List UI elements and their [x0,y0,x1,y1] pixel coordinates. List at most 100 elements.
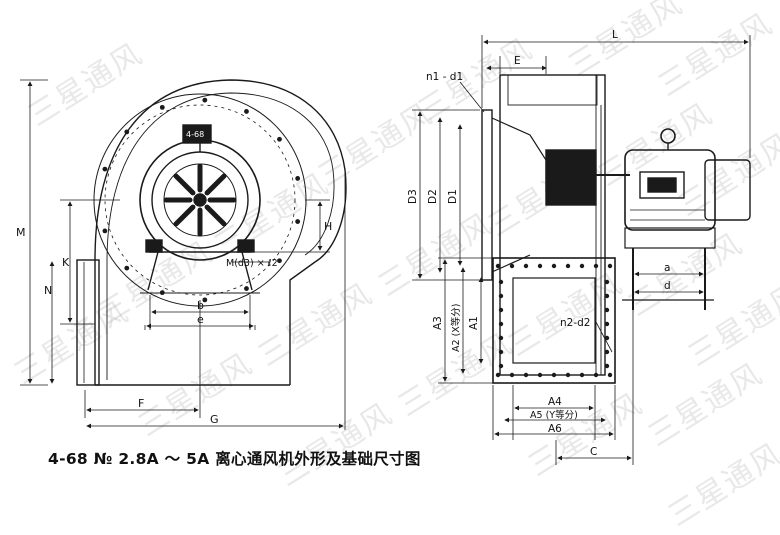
label-N: N [44,284,52,297]
bolt [523,263,529,269]
label-C: C [590,446,597,458]
label-K: K [62,256,70,269]
bolt [498,293,504,299]
bolt [202,297,208,303]
scroll-inner-line [106,92,335,380]
label-A5: A5 (Y等分) [530,409,578,421]
bolt [498,307,504,313]
spoke [204,204,227,227]
label-mount-hole: M(d3) × ℓ2 [226,258,278,269]
spoke [173,204,196,227]
casing-bolts [102,97,301,303]
bolt [593,263,599,269]
bolt [277,258,282,264]
bolt [498,363,504,369]
bolt [551,263,557,269]
figure-caption: 4-68 № 2.8A ～ 5A 离心通风机外形及基础尺寸图 [48,450,421,468]
bolt [604,279,610,285]
bolt [604,335,610,341]
label-d: d [664,280,671,292]
bolt [498,335,504,341]
side-dimensions [412,35,751,465]
label-A6: A6 [548,423,562,435]
outlet-flange [76,259,100,386]
inlet-flange [481,109,493,281]
bolt [295,219,301,224]
bolt [295,176,301,181]
motor-endcap [704,159,751,221]
bolt [579,372,585,378]
label-n2d2: n2-d2 [560,317,590,329]
front-dimensions [20,79,346,430]
scroll-housing [94,79,347,385]
impeller-hub [545,149,597,206]
label-G: G [210,413,219,426]
label-a: a [664,262,670,274]
front-view [76,79,347,386]
casing-shell [499,74,606,376]
terminal-box [639,171,685,199]
motor-body [624,149,716,231]
label-b: b [197,299,204,312]
bolt [604,307,610,313]
label-D1: D1 [447,189,459,204]
bolt [244,286,249,291]
side-labels: L E n1 - d1 D3 D2 D1 A3 A2 (X等分) A1 n2-d… [407,29,671,458]
label-H: H [324,220,332,233]
bolt [604,293,610,299]
outlet-flange-bolts [495,263,613,378]
spoke [204,173,227,196]
bolt [604,349,610,355]
label-L: L [612,29,618,41]
motor-base [624,227,716,249]
bolt [537,372,543,378]
label-E: E [514,55,521,67]
bolt [523,372,529,378]
label-A2: A2 (X等分) [450,304,462,352]
motor-bracket [149,240,251,253]
bolt [202,97,208,103]
bolt [579,263,585,269]
label-D3: D3 [407,189,419,204]
label-M: M [16,226,26,239]
bolt [498,321,504,327]
side-view [481,74,751,384]
bolt [277,136,282,142]
bolt [159,290,165,296]
label-A1: A1 [468,316,480,330]
bolt [495,263,501,269]
bolt [604,321,610,327]
label-D2: D2 [427,189,439,204]
bolt [509,263,515,269]
nameplate-text: 4-68 [186,130,204,139]
inlet-cone-spokes [163,163,237,237]
bolt [244,109,249,114]
bolt [509,372,515,378]
bolt [495,372,501,378]
bolt [498,279,504,285]
label-A4: A4 [548,396,562,408]
label-A3: A3 [432,316,444,330]
outlet-flange-side [492,257,616,384]
bolt [124,129,130,135]
bolt [159,104,165,110]
label-n1d1: n1 - d1 [426,71,463,83]
label-e: e [197,313,204,326]
technical-drawing: M K N H b e M(d3) × ℓ2 F G 4-68 [16,29,751,465]
nameplate [182,124,212,144]
bolt [565,372,571,378]
bolt [124,265,130,271]
label-F: F [138,397,144,410]
bolt [498,349,504,355]
spoke [173,173,196,196]
front-labels: M K N H b e M(d3) × ℓ2 F G 4-68 [16,130,332,426]
bolt [593,372,599,378]
bolt [565,263,571,269]
bolt [102,228,108,234]
lifting-eye [660,128,676,144]
bolt [604,363,610,369]
bolt [607,263,613,269]
bolt [607,372,613,378]
bolt [537,263,543,269]
bolt [551,372,557,378]
